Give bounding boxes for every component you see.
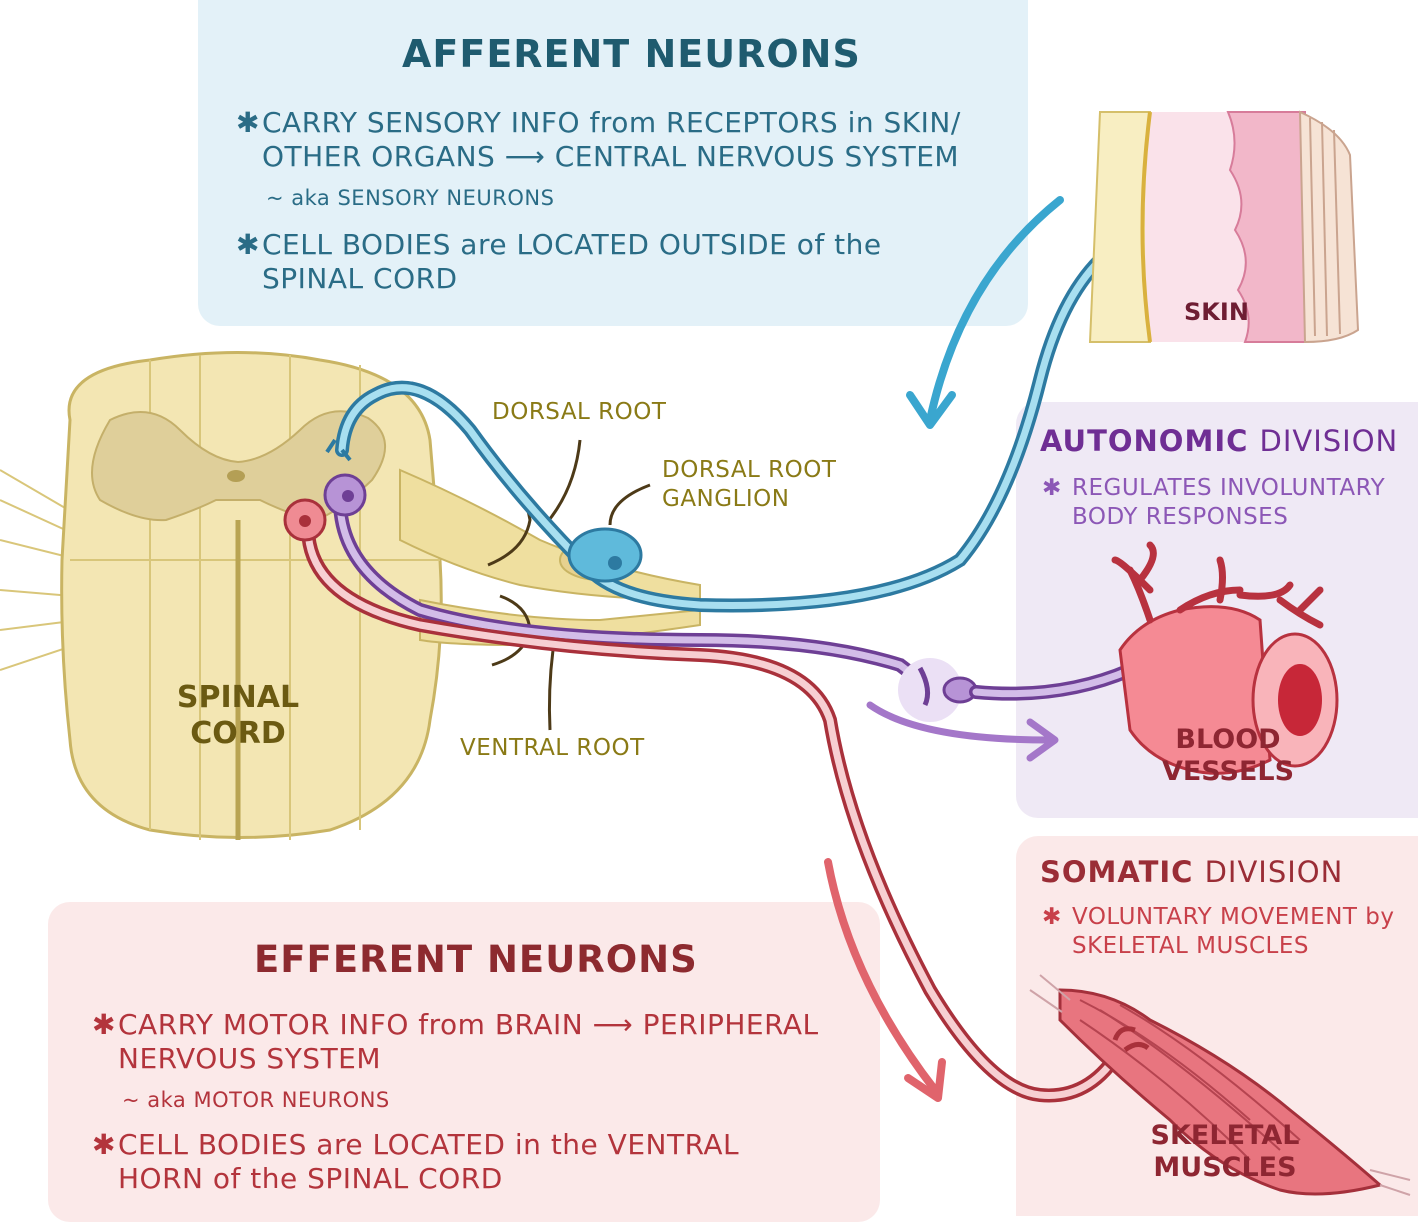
efferent-bullet-1-line-2: NERVOUS SYSTEM [118,1042,382,1075]
autonomic-title: AUTONOMIC DIVISION [1040,424,1398,458]
somatic-title-bold: SOMATIC [1040,855,1194,889]
somatic-bullet-line-2: SKELETAL MUSCLES [1072,933,1309,959]
afferent-bullet-1-line-1: CARRY SENSORY INFO from RECEPTORS in SKI… [262,106,961,139]
afferent-panel [198,0,1028,326]
afferent-bullet-2-line-1: CELL BODIES are LOCATED OUTSIDE of the [262,228,882,261]
autonomic-bullet-line-2: BODY RESPONSES [1072,504,1289,530]
bullet-marker: ✱ [236,228,260,261]
skeletal-muscles-label-line-2: MUSCLES [1153,1152,1297,1183]
efferent-title: EFFERENT NEURONS [254,938,698,981]
skeletal-muscles-label-line-1: SKELETAL [1150,1120,1300,1151]
autonomic-bullet: ✱ REGULATES INVOLUNTARY BODY RESPONSES [1042,474,1385,532]
dorsal-root-ganglion-label-line-1: DORSAL ROOT [662,457,837,483]
somatic-bullet-line-1: VOLUNTARY MOVEMENT by [1072,904,1395,930]
autonomic-title-light: DIVISION [1259,424,1399,458]
somatic-title: SOMATIC DIVISION [1040,855,1343,889]
bullet-marker: ✱ [236,106,260,139]
spinal-cord-label: SPINAL CORD [168,680,308,752]
dorsal-root-ganglion-label-line-2: GANGLION [662,486,790,512]
afferent-title: AFFERENT NEURONS [402,32,861,76]
skin-illustration [1088,110,1360,344]
blood-vessels-illustration [1111,541,1339,775]
afferent-bullet-2-line-2: SPINAL CORD [262,262,458,295]
somatic-bullet: ✱ VOLUNTARY MOVEMENT by SKELETAL MUSCLES [1042,903,1394,961]
blood-vessels-label-line-1: BLOOD [1175,724,1281,755]
spinal-cord-label-line-1: SPINAL [176,680,300,715]
skeletal-muscle-illustration [1029,974,1411,1196]
efferent-direction-arrow [824,858,939,1094]
autonomic-bullet-line-1: REGULATES INVOLUNTARY [1072,475,1386,501]
efferent-bullet-1: ✱CARRY MOTOR INFO from BRAIN ⟶ PERIPHERA… [92,1008,819,1076]
afferent-bullet-2: ✱CELL BODIES are LOCATED OUTSIDE of the … [236,228,882,296]
bullet-marker: ✱ [1042,475,1062,501]
bullet-marker: ✱ [1042,904,1062,930]
afferent-aka-note: ~ aka SENSORY NEURONS [266,186,555,210]
bullet-marker: ✱ [92,1128,116,1161]
label-leader-lines [543,439,651,731]
dorsal-root-label: DORSAL ROOT [492,399,667,425]
blood-vessels-label: BLOOD VESSELS [1158,724,1298,788]
spinal-cord-label-line-2: CORD [190,716,286,751]
efferent-bullet-1-line-1: CARRY MOTOR INFO from BRAIN ⟶ PERIPHERAL [118,1008,819,1041]
efferent-bullet-2: ✱CELL BODIES are LOCATED in the VENTRAL … [92,1128,739,1196]
skeletal-muscles-label: SKELETAL MUSCLES [1140,1120,1310,1184]
efferent-aka-note: ~ aka MOTOR NEURONS [122,1088,390,1112]
blood-vessels-label-line-2: VESSELS [1161,756,1295,787]
efferent-bullet-2-line-2: HORN of the SPINAL CORD [118,1162,503,1195]
somatic-title-light: DIVISION [1204,855,1344,889]
efferent-panel [48,902,880,1222]
efferent-bullet-2-line-1: CELL BODIES are LOCATED in the VENTRAL [118,1128,740,1161]
efferent-neuron [283,498,1127,1103]
afferent-direction-arrow [926,196,1064,424]
ventral-root-label: VENTRAL ROOT [460,735,645,761]
autonomic-direction-arrow [866,701,1054,744]
afferent-bullet-1: ✱CARRY SENSORY INFO from RECEPTORS in SK… [236,106,961,174]
skin-label: SKIN [1184,298,1249,326]
afferent-bullet-1-line-2: OTHER ORGANS ⟶ CENTRAL NERVOUS SYSTEM [262,140,960,173]
autonomic-title-bold: AUTONOMIC [1040,424,1249,458]
bullet-marker: ✱ [92,1008,116,1041]
dorsal-root-ganglion-label: DORSAL ROOT GANGLION [662,456,836,514]
